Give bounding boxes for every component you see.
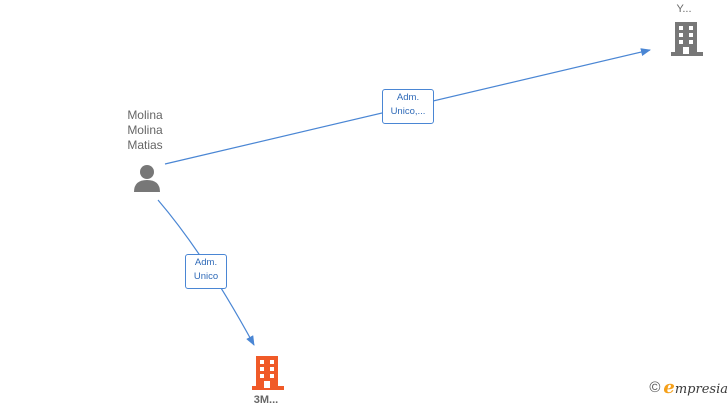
edge-label-line-2: Unico,... [390,106,426,117]
edge-label-line-2: Unico [193,271,219,282]
person-name-line-1: Molina [127,108,163,122]
person-name: Molina Molina Matias [118,108,172,153]
building-icon[interactable] [671,22,703,56]
logo-initial: e [663,377,675,398]
edge-label-admin-role[interactable]: Adm. Unico,... [382,89,434,124]
company-top-label: Y... [676,3,692,15]
copyright-symbol: © [649,379,661,396]
logo-wordmark: mpresia [674,382,728,397]
person-icon[interactable] [132,164,162,192]
empresia-logo: © empresia [649,377,728,398]
edge-label-line-1: Adm. [194,257,218,268]
person-name-line-2: Molina [127,123,163,137]
edge-label-admin-unico[interactable]: Adm. Unico [185,254,227,289]
edge-label-line-1: Adm. [396,92,420,103]
building-icon[interactable] [252,356,284,390]
company-bottom-label: 3M... [253,394,279,406]
person-name-line-3: Matias [127,138,163,152]
